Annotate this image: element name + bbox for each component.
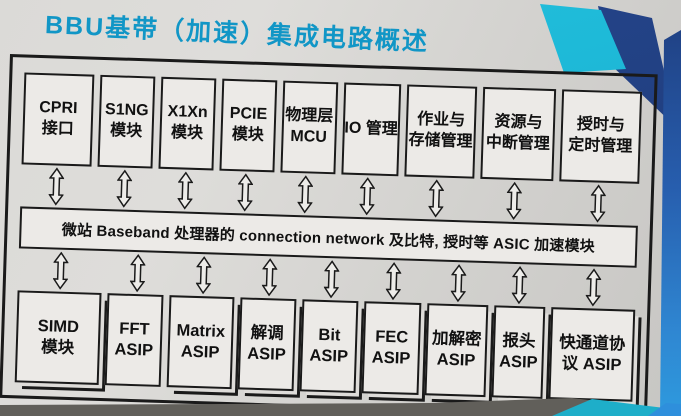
module-label-line: ASIP — [498, 352, 538, 372]
double-arrow-icon — [358, 177, 376, 216]
module-resource-interrupt-mgmt: 资源与中断管理 — [480, 86, 556, 182]
double-arrow-icon — [236, 173, 254, 212]
module-label-line: SIMD — [37, 316, 80, 336]
module-fastpath-asip: 快通道协议 ASIP — [548, 307, 636, 402]
module-label-line: IO 管理 — [344, 119, 399, 138]
module-cpri: CPRI 接口 — [21, 72, 95, 167]
module-label-line: 模块 — [231, 126, 265, 145]
module-label-line: 作业与 — [416, 111, 466, 130]
double-arrow-icon — [428, 179, 445, 218]
module-label-line: 解调 — [250, 323, 284, 343]
module-job-storage-mgmt: 作业与存储管理 — [404, 84, 478, 179]
double-arrow-icon — [511, 266, 528, 305]
module-label-line: 物理层 — [285, 106, 334, 126]
module-label-line: ASIP — [180, 342, 220, 362]
module-label-line: 加解密 — [431, 328, 482, 349]
module-label-line: 报头 — [502, 331, 536, 351]
double-arrow-icon — [589, 184, 606, 223]
module-label-line: 资源与 — [494, 113, 543, 132]
double-arrow-icon — [116, 169, 133, 208]
module-label-line: 议 ASIP — [561, 354, 622, 375]
module-label-line: Bit — [318, 325, 341, 345]
page-title: BBU基带（加速）集成电路概述 — [44, 10, 430, 57]
module-label-line: 快通道协 — [559, 332, 626, 354]
module-label-line: ASIP — [309, 346, 349, 366]
top-connector-row — [20, 164, 639, 225]
double-arrow-icon — [585, 268, 602, 307]
module-s1ng: S1NG 模块 — [97, 74, 156, 169]
double-arrow-icon — [449, 264, 467, 303]
module-io-mgmt: IO 管理 — [340, 82, 402, 177]
module-label-line: S1NG — [104, 101, 149, 120]
double-arrow-icon — [195, 256, 212, 295]
double-arrow-icon — [261, 258, 278, 297]
module-label-line: Matrix — [176, 320, 226, 341]
module-label-line: 授时与 — [576, 116, 626, 135]
module-label-line: 模块 — [109, 122, 143, 141]
double-arrow-icon — [176, 171, 193, 210]
module-label-line: ASIP — [436, 350, 476, 370]
module-label-line: 存储管理 — [408, 131, 473, 151]
module-label-line: MCU — [290, 127, 328, 146]
module-label-line: X1Xn — [167, 103, 208, 122]
double-arrow-icon — [48, 167, 65, 206]
module-label-line: 模块 — [40, 338, 75, 358]
module-label-line: 中断管理 — [485, 133, 551, 153]
double-arrow-icon — [297, 175, 314, 214]
module-label-line: FEC — [374, 327, 409, 347]
module-label-line: ASIP — [371, 348, 411, 368]
module-label-line: 定时管理 — [567, 136, 633, 156]
module-label-line: 模块 — [170, 124, 204, 143]
double-arrow-icon — [506, 181, 523, 221]
module-label-line: ASIP — [247, 344, 287, 364]
module-x1xn: X1Xn 模块 — [158, 76, 217, 171]
module-label-line: 接口 — [41, 120, 74, 139]
module-label-line: PCIE — [229, 105, 268, 124]
module-label-line: FFT — [119, 319, 150, 339]
module-label-line: CPRI — [38, 99, 78, 118]
bottom-connector-row — [18, 248, 637, 309]
double-arrow-icon — [323, 260, 340, 299]
double-arrow-icon — [385, 262, 402, 301]
module-pcie: PCIE 模块 — [219, 78, 277, 173]
module-timing-mgmt: 授时与定时管理 — [558, 89, 643, 184]
module-label-line: ASIP — [114, 340, 154, 360]
double-arrow-icon — [52, 251, 69, 290]
double-arrow-icon — [129, 253, 146, 293]
